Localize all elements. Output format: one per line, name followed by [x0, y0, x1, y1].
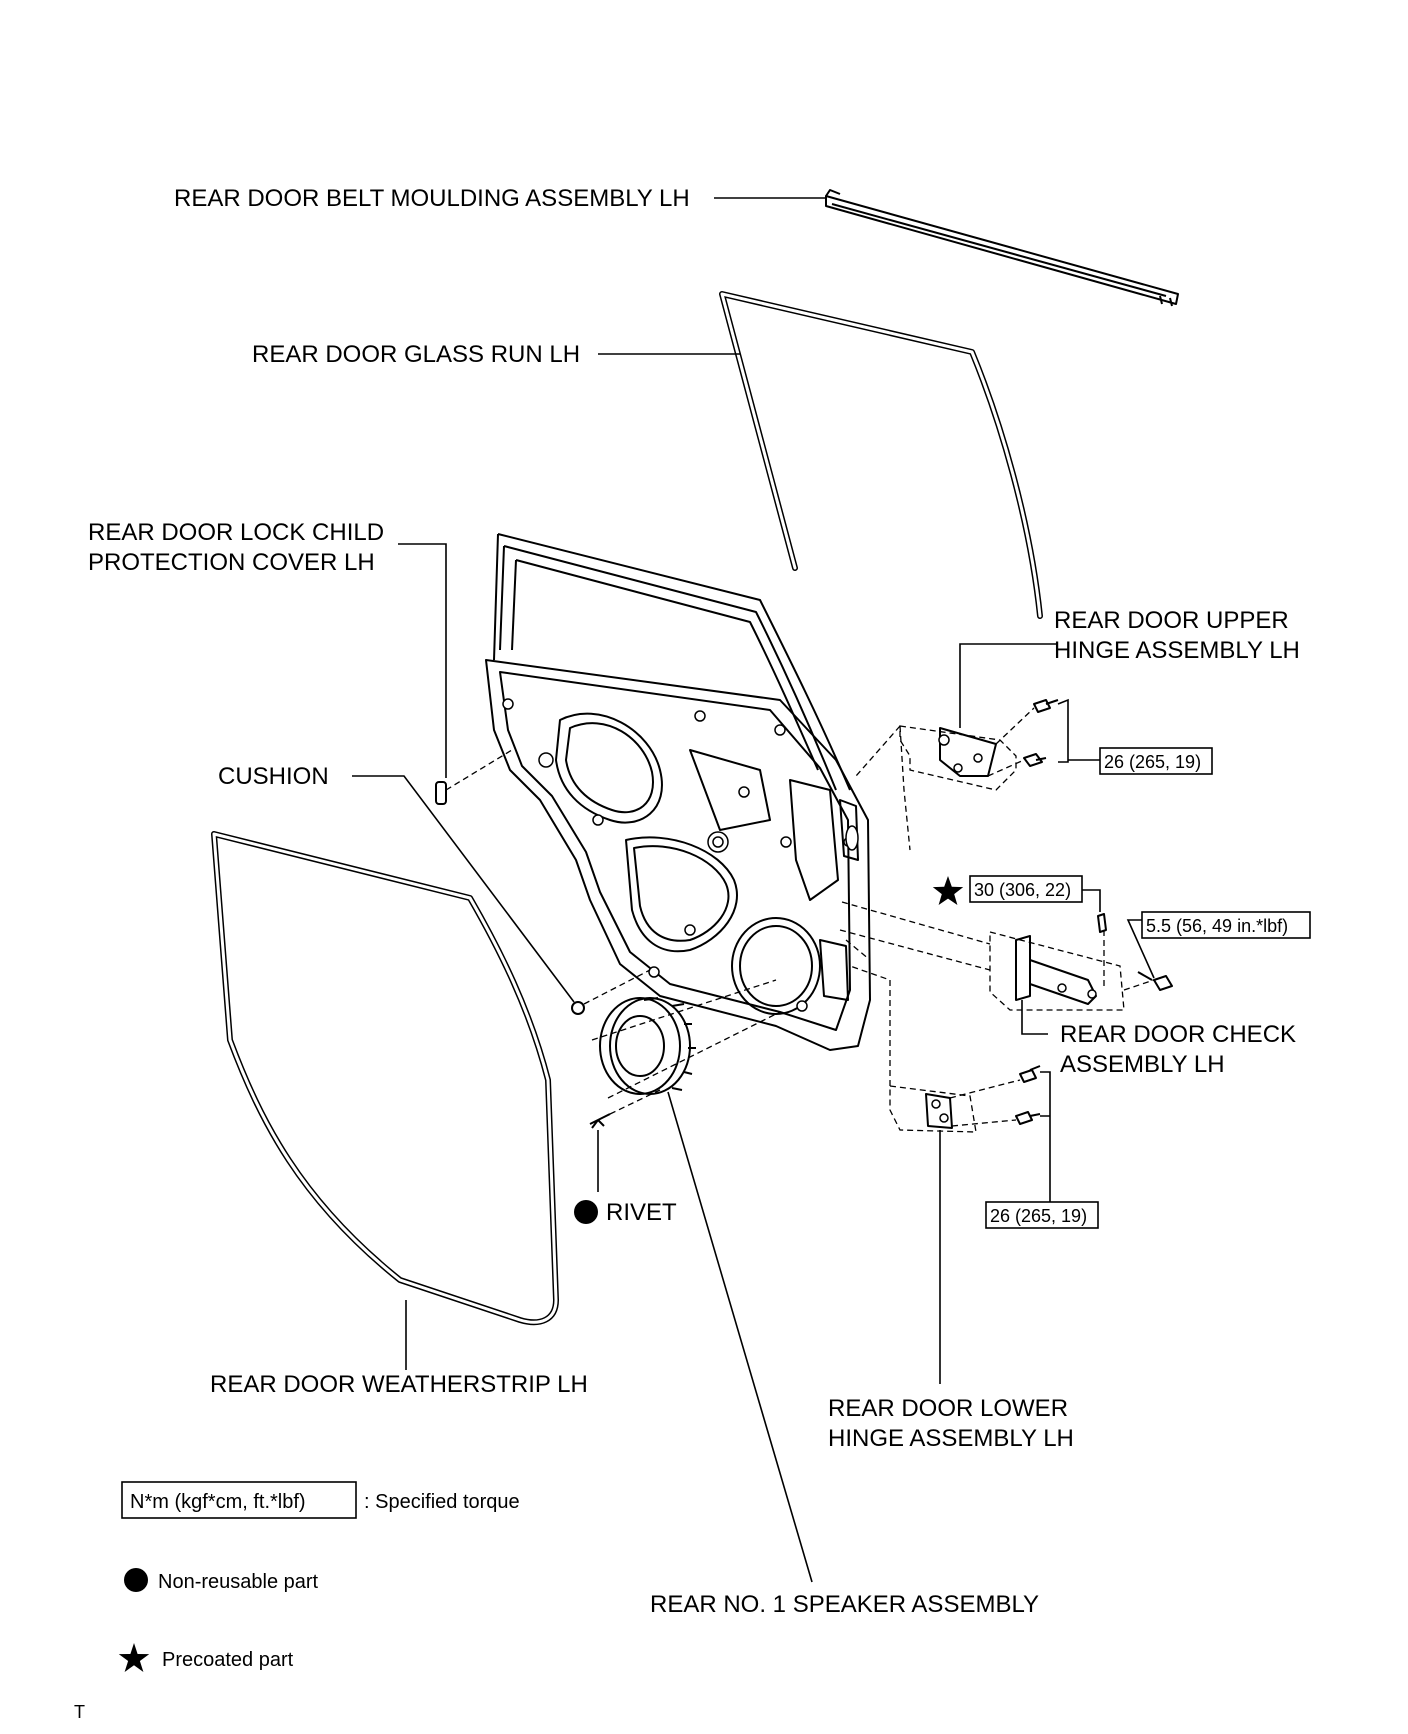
child-cover-label-line1: REAR DOOR LOCK CHILD	[88, 519, 384, 546]
check-upper-torque: 30 (306, 22)	[974, 880, 1071, 900]
child-cover-dash	[445, 749, 513, 791]
child-cover-part	[435, 781, 447, 805]
check-assembly-part	[1015, 935, 1097, 1005]
check-dash-1	[841, 901, 991, 945]
speaker-label: REAR NO. 1 SPEAKER ASSEMBLY	[650, 1591, 1039, 1618]
check-dash-2	[839, 929, 991, 971]
upper-hinge-part	[938, 727, 997, 777]
lower-hinge-bolt-2	[1015, 1111, 1041, 1125]
door-panel-part	[485, 533, 871, 1051]
child-cover-leader	[398, 543, 447, 778]
footer-code: T	[74, 1702, 85, 1722]
cushion-label: CUSHION	[218, 763, 329, 790]
lower-hinge-dash-1	[949, 1079, 1021, 1099]
upper-hinge-dash-box	[899, 725, 1017, 791]
check-upper-torque-leader	[1082, 889, 1101, 912]
glass-run-part	[719, 291, 1043, 619]
check-dash-5	[845, 939, 871, 961]
legend-precoated-star	[118, 1643, 150, 1672]
lower-hinge-dash-door	[849, 965, 891, 1086]
check-label-line1: REAR DOOR CHECK	[1060, 1021, 1296, 1048]
upper-hinge-bolt-2	[1023, 753, 1047, 767]
check-bolt-upper	[1097, 913, 1107, 933]
upper-hinge-dash-door	[855, 725, 911, 851]
rivet-label: RIVET	[606, 1199, 677, 1226]
legend-non-reusable-dot	[124, 1568, 148, 1592]
check-dash-4	[1123, 979, 1155, 991]
cushion-dash	[583, 969, 651, 1005]
weatherstrip-part	[211, 831, 559, 1326]
lower-hinge-torque-leader	[1040, 1071, 1051, 1208]
check-dash-box	[989, 931, 1125, 1011]
upper-hinge-bolt-1	[1033, 699, 1059, 713]
check-lower-torque-leader	[1126, 919, 1155, 979]
lower-hinge-dash-2	[951, 1119, 1017, 1127]
lower-hinge-torque: 26 (265, 19)	[990, 1206, 1087, 1226]
speaker-dash-upper	[591, 979, 777, 1041]
lower-hinge-bolt-1	[1019, 1065, 1041, 1083]
belt-moulding-part	[825, 189, 1179, 307]
upper-hinge-torque: 26 (265, 19)	[1104, 752, 1201, 772]
non-reusable-dot-rivet	[574, 1200, 598, 1224]
check-upper-torque-box	[969, 875, 1083, 903]
speaker-part	[599, 997, 696, 1095]
speaker-dash-lower	[607, 1011, 781, 1099]
lower-hinge-torque-box	[985, 1201, 1099, 1229]
check-lower-torque-box	[1141, 911, 1311, 939]
lower-hinge-label-line2: HINGE ASSEMBLY LH	[828, 1425, 1074, 1452]
upper-hinge-leader	[959, 643, 1058, 728]
lower-hinge-part	[925, 1093, 953, 1129]
legend-torque-box	[121, 1481, 357, 1519]
glass-run-label: REAR DOOR GLASS RUN LH	[252, 341, 580, 368]
cushion-leader	[352, 775, 575, 1003]
lower-hinge-dash-box	[889, 1085, 977, 1133]
belt-moulding-label: REAR DOOR BELT MOULDING ASSEMBLY LH	[174, 185, 690, 212]
legend-precoated: Precoated part	[162, 1649, 294, 1671]
upper-hinge-torque-box	[1099, 747, 1213, 775]
precoated-star-check	[932, 876, 964, 905]
upper-hinge-dash-2	[987, 759, 1025, 777]
upper-hinge-torque-leader	[1057, 698, 1100, 763]
check-label-line2: ASSEMBLY LH	[1060, 1051, 1225, 1078]
upper-hinge-dash-1	[995, 707, 1035, 745]
lower-hinge-label-line1: REAR DOOR LOWER	[828, 1395, 1068, 1422]
upper-hinge-label-line1: REAR DOOR UPPER	[1054, 607, 1289, 634]
upper-hinge-label-line2: HINGE ASSEMBLY LH	[1054, 637, 1300, 664]
rivet-part	[589, 1113, 611, 1129]
legend-torque-desc: : Specified torque	[364, 1491, 520, 1513]
check-leader	[1021, 1000, 1048, 1035]
speaker-leader	[667, 1091, 813, 1583]
cushion-part	[571, 1001, 585, 1015]
legend-torque-unit: N*m (kgf*cm, ft.*lbf)	[130, 1491, 306, 1513]
check-bolt-lower	[1137, 971, 1173, 991]
child-cover-label-line2: PROTECTION COVER LH	[88, 549, 375, 576]
check-lower-torque: 5.5 (56, 49 in.*lbf)	[1146, 916, 1288, 936]
legend-non-reusable: Non-reusable part	[158, 1571, 319, 1593]
weatherstrip-label: REAR DOOR WEATHERSTRIP LH	[210, 1371, 588, 1398]
